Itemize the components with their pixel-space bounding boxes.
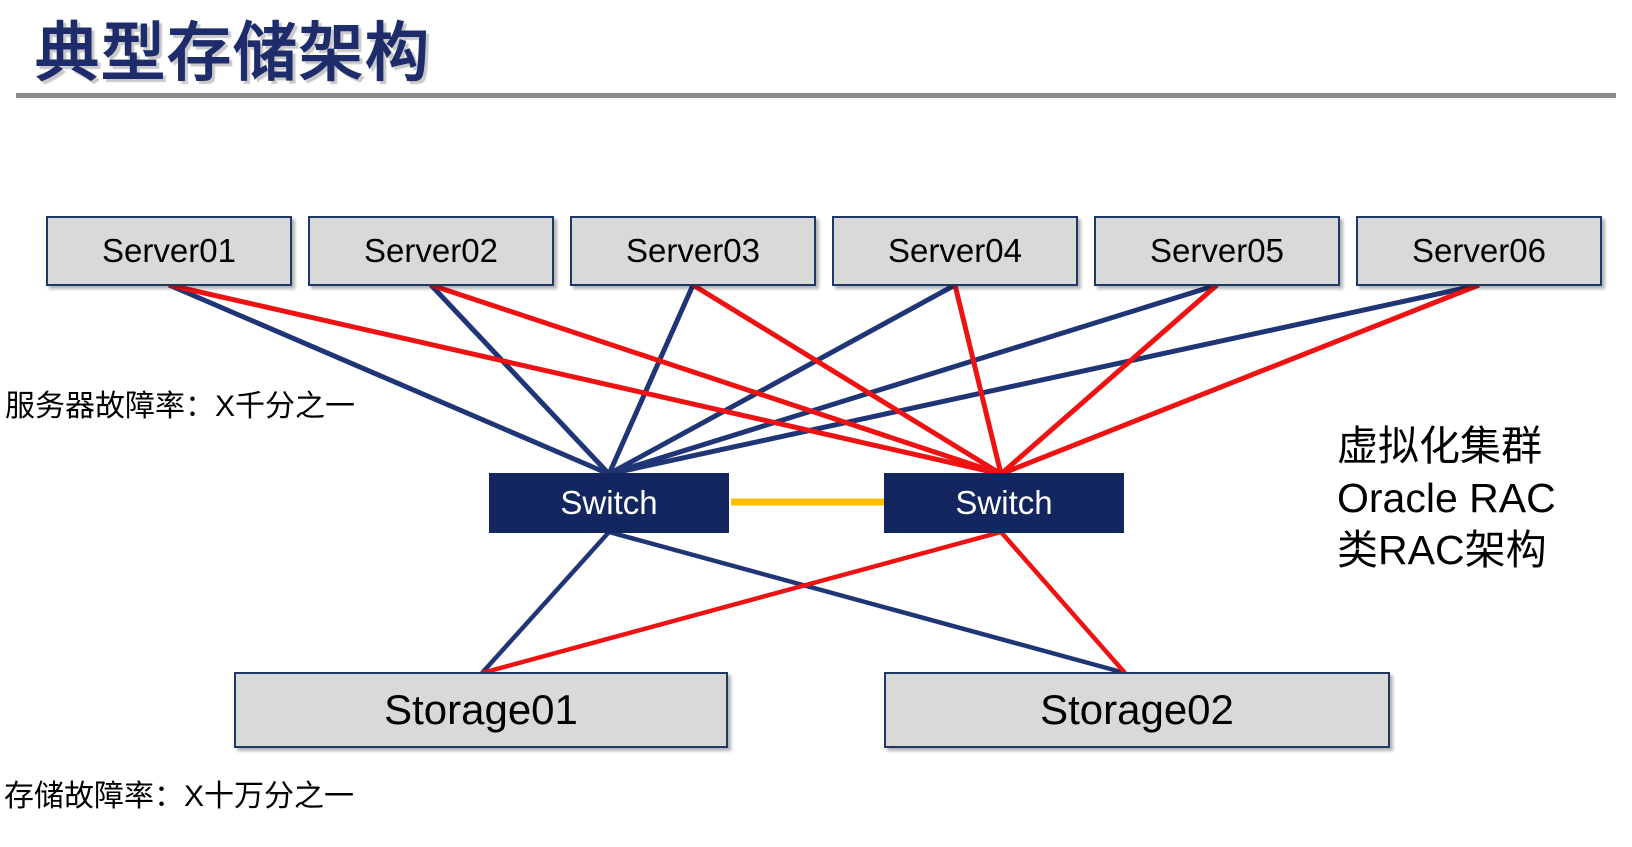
switch2-label: Switch <box>955 484 1053 521</box>
link-server03-switch1 <box>606 283 696 476</box>
switch2-box: Switch <box>884 473 1124 533</box>
page-title: 典型存储架构 <box>35 17 431 89</box>
link-switch1-storage02 <box>608 529 1126 676</box>
link-server06-switch2 <box>1000 282 1480 477</box>
switch1-label: Switch <box>560 484 658 521</box>
link-server01-switch1 <box>168 282 610 477</box>
storage01-label: Storage01 <box>384 686 578 733</box>
cluster-annotation-line2: Oracle RAC <box>1337 475 1556 521</box>
server03-label: Server03 <box>626 232 760 269</box>
link-server06-switch1 <box>608 282 1480 477</box>
server06-box: Server06 <box>1356 216 1602 286</box>
cluster-annotation-line1: 虚拟化集群 <box>1337 423 1542 469</box>
server04-box: Server04 <box>832 216 1078 286</box>
server-failure-note: 服务器故障率：X千分之一 <box>5 390 356 423</box>
server05-label: Server05 <box>1150 232 1284 269</box>
link-server05-switch1 <box>608 282 1218 477</box>
server03-box: Server03 <box>570 216 816 286</box>
server02-box: Server02 <box>308 216 554 286</box>
link-server02-switch1 <box>429 283 611 476</box>
link-server04-switch1 <box>607 282 957 477</box>
storage02-label: Storage02 <box>1040 686 1234 733</box>
server02-label: Server02 <box>364 232 498 269</box>
cluster-annotation-line3: 类RAC架构 <box>1337 527 1547 573</box>
server01-box: Server01 <box>46 216 292 286</box>
link-switch1-storage01 <box>480 530 611 675</box>
cluster-annotation: 虚拟化集群 Oracle RAC 类RAC架构 <box>1337 420 1556 576</box>
link-server04-switch2 <box>952 284 1004 475</box>
link-server02-switch2 <box>430 282 1002 477</box>
link-switch2-storage02 <box>999 530 1127 675</box>
server05-box: Server05 <box>1094 216 1340 286</box>
storage02-box: Storage02 <box>884 672 1390 748</box>
link-server01-switch2 <box>168 282 1002 477</box>
link-switch2-storage01 <box>481 529 1002 676</box>
switch1-box: Switch <box>489 473 729 533</box>
storage01-box: Storage01 <box>234 672 728 748</box>
server04-label: Server04 <box>888 232 1022 269</box>
server01-label: Server01 <box>102 232 236 269</box>
link-server05-switch2 <box>999 283 1219 476</box>
title-divider <box>16 93 1616 98</box>
server06-label: Server06 <box>1412 232 1546 269</box>
link-server03-switch2 <box>691 282 1003 477</box>
storage-failure-note: 存储故障率：X十万分之一 <box>4 780 355 813</box>
